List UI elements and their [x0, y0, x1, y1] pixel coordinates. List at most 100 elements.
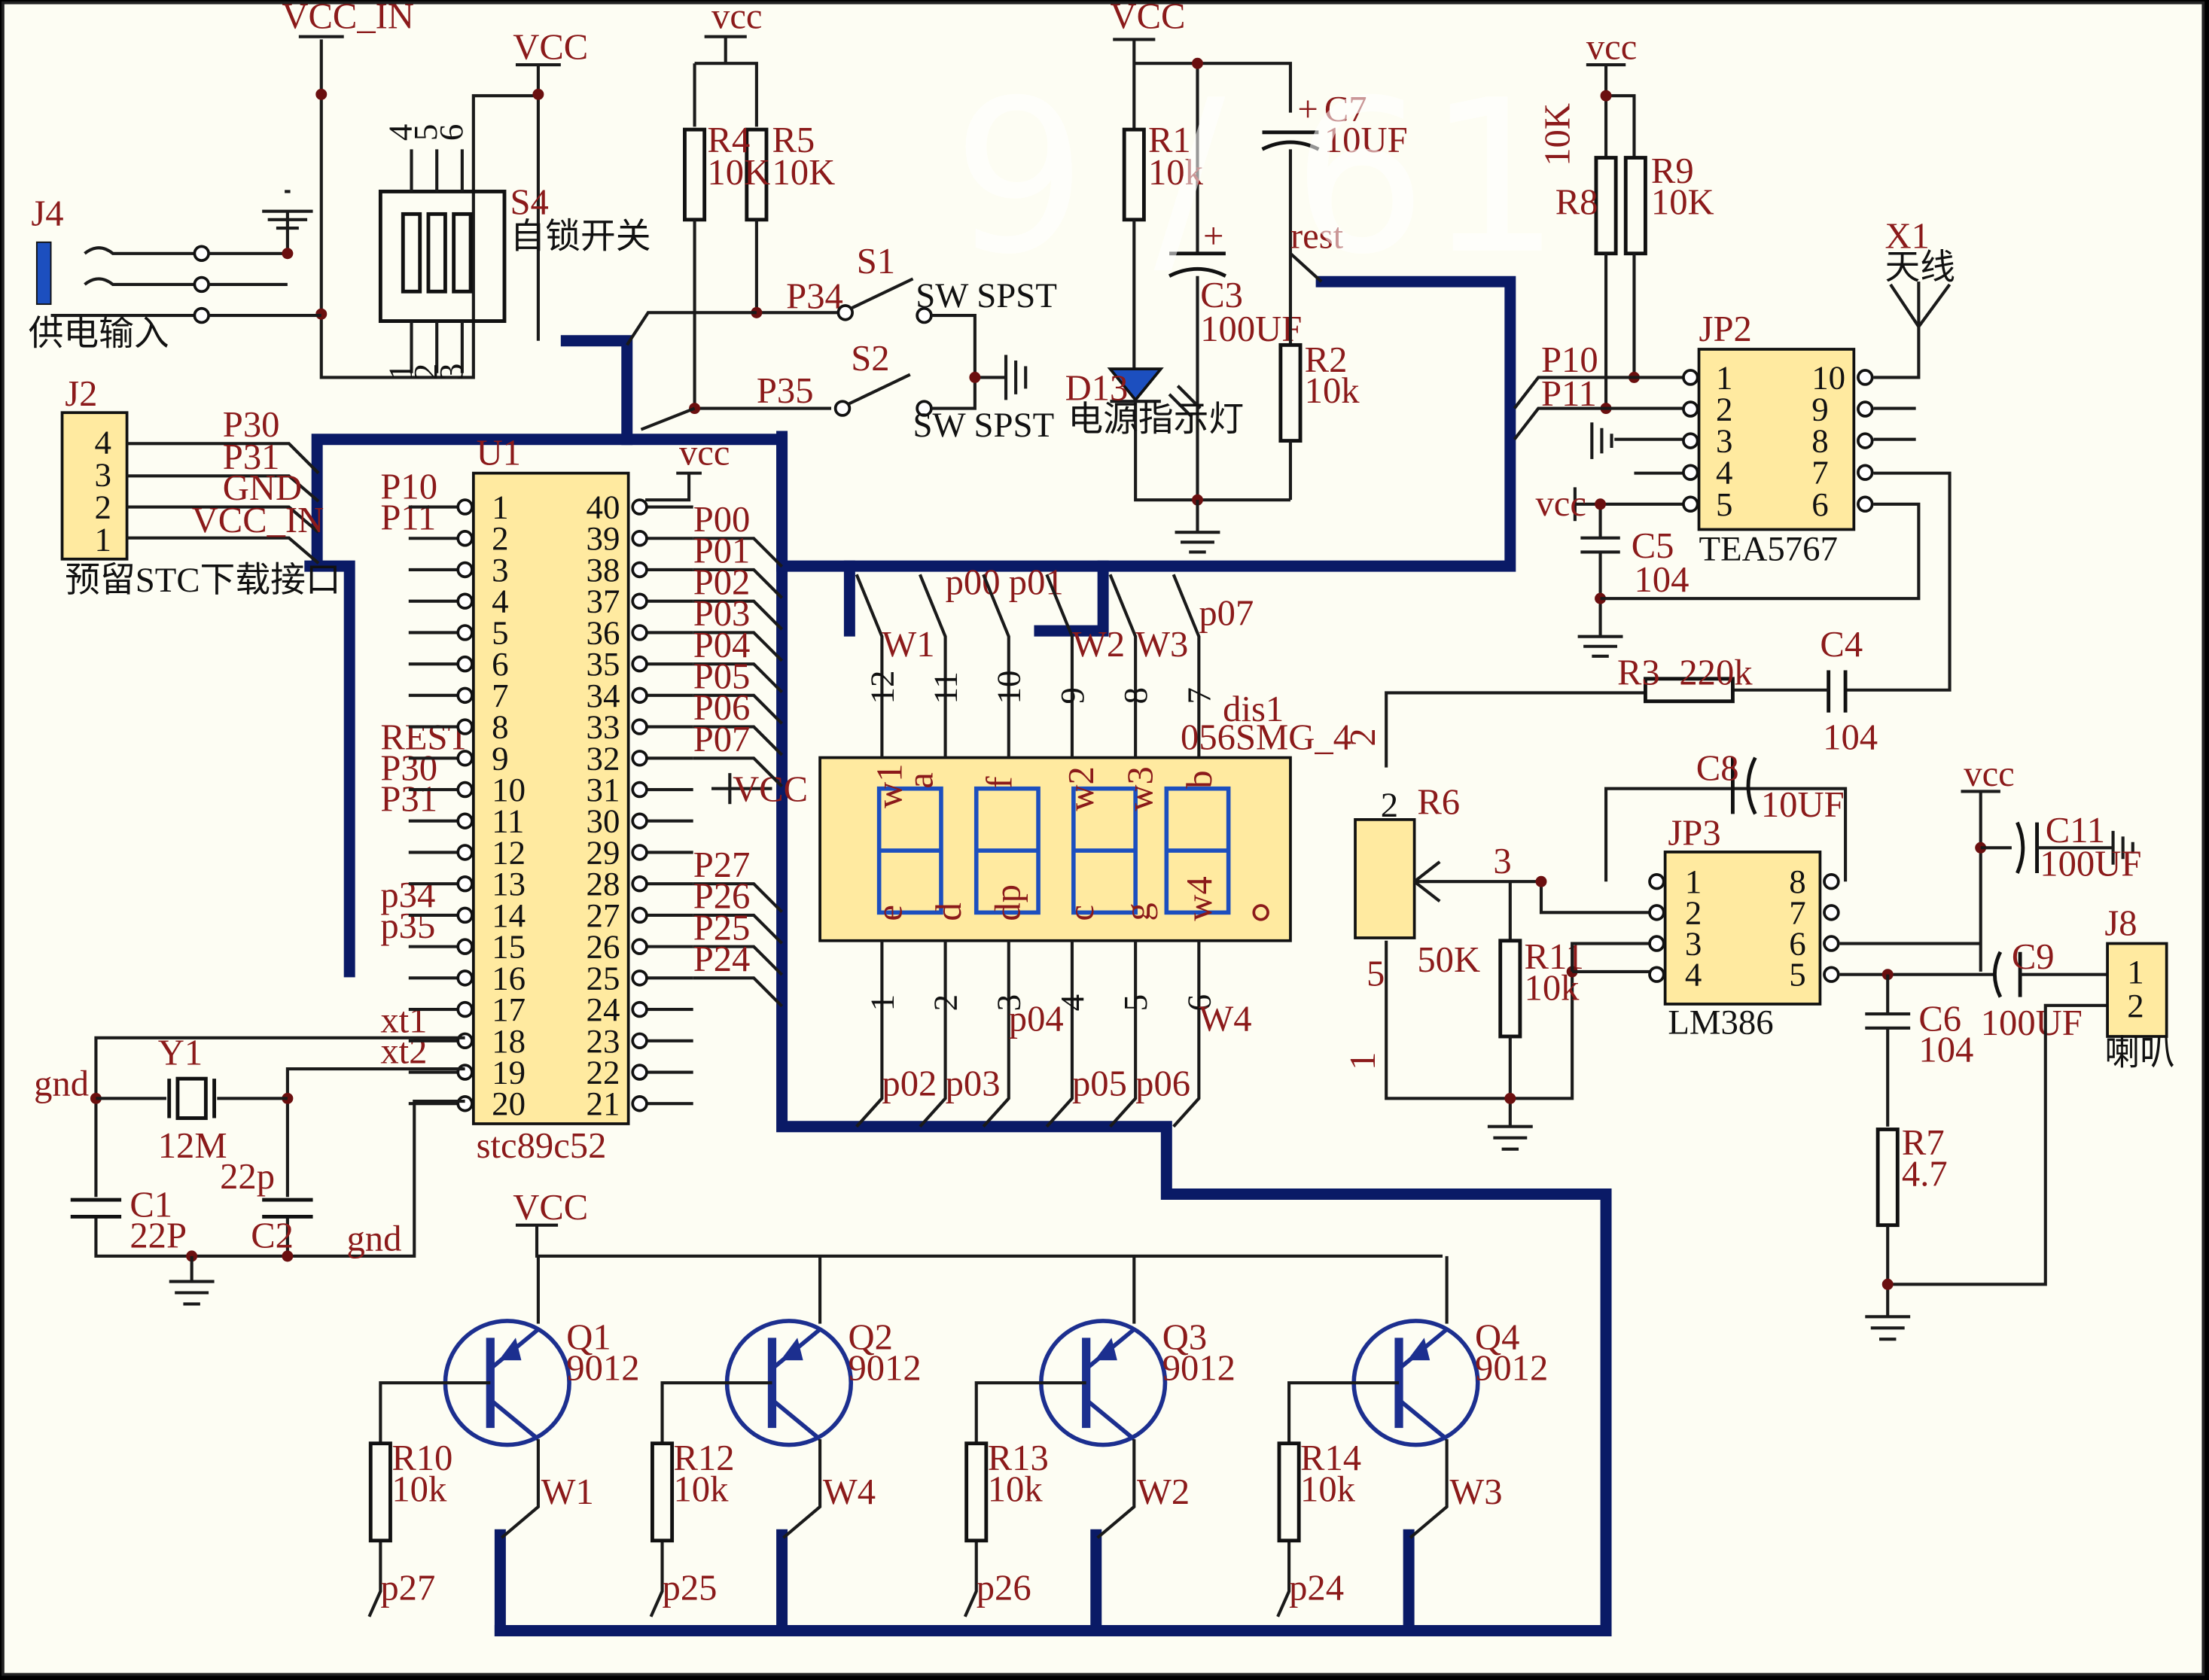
u1-right-pin-hole	[631, 1095, 648, 1112]
u1-right-pin-hole	[631, 1064, 648, 1081]
dis1-digit	[876, 786, 943, 915]
svg-text:22p: 22p	[220, 1156, 275, 1197]
transistor-value: 9012	[848, 1347, 921, 1388]
svg-text:p35: p35	[380, 905, 435, 946]
dis1-segment-mark: g	[1117, 902, 1158, 921]
jp2-body	[1697, 348, 1856, 531]
svg-text:100UF: 100UF	[2040, 844, 2141, 884]
transistor-ref: Q3	[1162, 1316, 1207, 1357]
base-resistor-value: 10k	[988, 1468, 1044, 1509]
u1-right-pin-number: 40	[587, 488, 620, 525]
svg-text:P31: P31	[380, 779, 437, 820]
transistor-base-net: p24	[1289, 1567, 1344, 1608]
dis1-bottom-net-label: p06	[1135, 1064, 1190, 1104]
u1-right-pin-number: 27	[587, 896, 620, 934]
u1-right-pin-hole	[631, 969, 648, 987]
dis1-segment-mark: e	[870, 905, 910, 921]
svg-text:3: 3	[95, 455, 111, 493]
transistor-drivers: VCC Q19012W1p27Q29012W4p25Q39012W2p26Q49…	[367, 1187, 1548, 1618]
dis1-part: 056SMG_4	[1181, 717, 1351, 757]
jp3-right-pin-number: 7	[1789, 893, 1805, 931]
vcc-in-label: VCC_IN	[282, 0, 414, 36]
d13-desc: 电源指示灯	[1068, 400, 1244, 439]
svg-text:R6: R6	[1417, 781, 1460, 822]
svg-text:S1: S1	[857, 241, 895, 282]
jp3-body	[1663, 851, 1822, 1006]
svg-text:C7: C7	[1324, 89, 1367, 129]
svg-text:C4: C4	[1820, 624, 1863, 665]
u1-left-pin-number: 15	[492, 928, 526, 966]
svg-text:C6: C6	[1918, 999, 1961, 1039]
u1-left-pin-number: 7	[492, 677, 508, 714]
svg-text:10K: 10K	[1651, 181, 1714, 222]
dis1-bottom-pin-number: 6	[1180, 994, 1217, 1011]
svg-text:+: +	[1297, 89, 1318, 129]
svg-text:+: +	[1203, 215, 1223, 256]
dis1-bottom-pin-number: 1	[863, 994, 900, 1011]
dis1-bottom-net-label: W4	[1199, 999, 1251, 1039]
svg-text:vcc: vcc	[1535, 483, 1586, 524]
svg-text:22P: 22P	[129, 1216, 187, 1256]
transistor-emitter-net: W4	[823, 1472, 876, 1512]
s4-desc: 自锁开关	[510, 217, 651, 256]
u1-net-label: P03	[693, 593, 751, 634]
y1-val: 12M	[158, 1125, 227, 1166]
dis1-segment-mark: d	[928, 902, 969, 921]
svg-text:220k: 220k	[1679, 652, 1753, 692]
svg-text:gnd: gnd	[346, 1218, 401, 1258]
jp2-right-pin-hole	[1857, 369, 1874, 386]
svg-text:R8: R8	[1555, 181, 1598, 222]
svg-text:2: 2	[2127, 987, 2143, 1024]
jp3-right-pin-hole	[1823, 872, 1840, 890]
dis1-segment-mark: dp	[988, 884, 1028, 921]
u1-left-pin-number: 6	[492, 645, 508, 683]
u1-left-pin-number: 5	[492, 613, 508, 651]
u1-right-pin-number: 30	[587, 802, 620, 840]
u1-right-pin-hole	[631, 812, 648, 829]
transistor-emitter-net: W2	[1137, 1472, 1190, 1512]
jp2-right-pin-hole	[1857, 432, 1874, 449]
svg-text:2: 2	[407, 364, 444, 380]
u1-left-pin-number: 19	[492, 1053, 526, 1091]
u1-left-pin-number: 18	[492, 1022, 526, 1060]
svg-text:2: 2	[1342, 728, 1383, 746]
r6-potentiometer	[1354, 818, 1416, 939]
jp2-right-pin-number: 8	[1811, 422, 1828, 460]
u1-ref: U1	[477, 432, 521, 473]
u1-net-label: P26	[693, 876, 751, 917]
u1-left-pin-number: 9	[492, 739, 508, 777]
dis1-top-pin-number: 8	[1117, 687, 1154, 704]
svg-text:C9: C9	[2012, 936, 2055, 977]
dis1-top-pin-number: 12	[863, 671, 900, 705]
svg-text:10K: 10K	[1537, 103, 1577, 166]
x1-ref: X1	[1885, 215, 1929, 256]
svg-text:1: 1	[1342, 1052, 1383, 1070]
u1-right-pin-hole	[631, 718, 648, 735]
dis1-top-pin-number: 9	[1053, 687, 1091, 704]
dis1-bottom-pin-number: 4	[1053, 994, 1091, 1011]
u1-right-pin-number: 39	[587, 519, 620, 557]
u1-part: stc89c52	[477, 1125, 607, 1166]
u1-right-pin-number: 34	[587, 677, 620, 714]
jp3-left-pin-number: 4	[1685, 956, 1702, 994]
u1-right-pin-number: 29	[587, 833, 620, 871]
svg-text:P34: P34	[786, 276, 843, 317]
dis1-bottom-pin-number: 2	[927, 994, 964, 1011]
svg-text:10K: 10K	[707, 152, 770, 193]
dis1-bottom-net-label: p05	[1072, 1064, 1127, 1104]
u1-right-pin-hole	[631, 530, 648, 547]
d13-ref: D13	[1065, 367, 1129, 408]
u1-left-pin-number: 1	[492, 488, 508, 525]
u1-net-label: P25	[693, 907, 751, 948]
page-counter-watermark: 9 / 61	[952, 56, 1562, 301]
svg-text:xt1: xt1	[380, 1000, 427, 1040]
u1-right-pin-number: 23	[587, 1022, 620, 1060]
u1-left-pin-number: 14	[492, 896, 526, 934]
dis1-bottom-net-label: p03	[946, 1064, 1001, 1104]
s4-ref: S4	[510, 181, 548, 222]
svg-text:SW SPST: SW SPST	[916, 276, 1057, 315]
svg-text:vcc: vcc	[711, 0, 762, 36]
jp3-left-pin-number: 3	[1685, 924, 1702, 962]
